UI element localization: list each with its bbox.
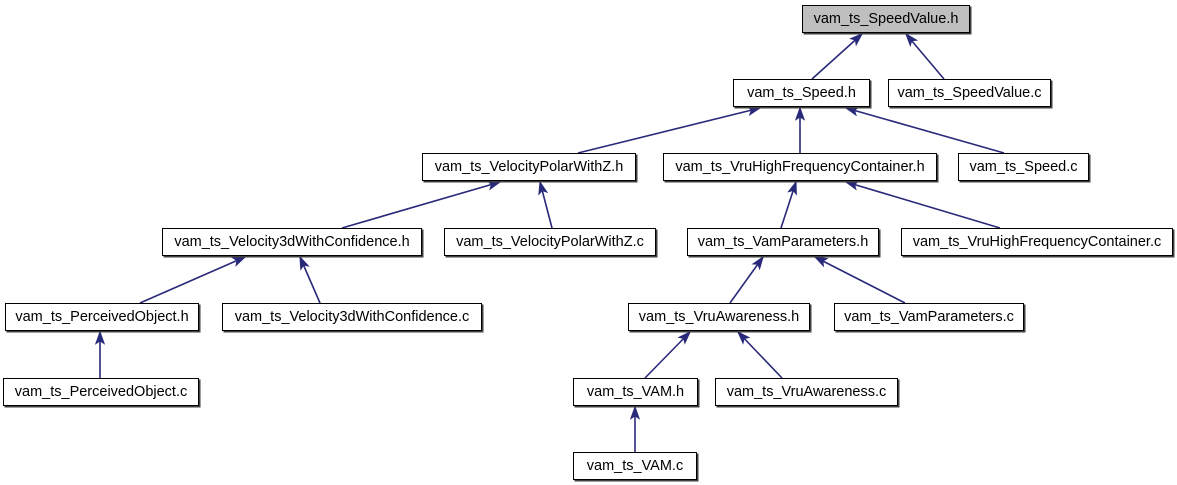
graph-edge xyxy=(729,255,764,304)
graph-edge xyxy=(813,256,906,304)
graph-node-speedvalue_c[interactable]: vam_ts_SpeedValue.c xyxy=(888,79,1051,107)
graph-node-vruhighfrequencycontainer_h[interactable]: vam_ts_VruHighFrequencyContainer.h xyxy=(663,153,937,181)
graph-node-speedvalue_h[interactable]: vam_ts_SpeedValue.h xyxy=(802,5,970,33)
graph-node-label: vam_ts_VruHighFrequencyContainer.c xyxy=(912,233,1162,250)
graph-edge xyxy=(299,255,321,304)
graph-node-label: vam_ts_Velocity3dWithConfidence.h xyxy=(174,233,410,250)
graph-node-vam_h[interactable]: vam_ts_VAM.h xyxy=(573,378,698,406)
graph-node-label: vam_ts_PerceivedObject.h xyxy=(15,308,189,325)
graph-node-label: vam_ts_VamParameters.c xyxy=(844,308,1014,325)
graph-edge xyxy=(844,106,1005,154)
graph-edge xyxy=(780,180,797,229)
graph-node-label: vam_ts_Velocity3dWithConfidence.c xyxy=(234,308,470,325)
graph-node-label: vam_ts_PerceivedObject.c xyxy=(14,383,188,400)
graph-node-label: vam_ts_Speed.c xyxy=(969,158,1078,175)
graph-node-vruawareness_c[interactable]: vam_ts_VruAwareness.c xyxy=(715,378,898,406)
graph-node-label: vam_ts_SpeedValue.c xyxy=(897,84,1042,101)
graph-node-vamparameters_c[interactable]: vam_ts_VamParameters.c xyxy=(834,303,1024,331)
graph-node-velocitypolarwithz_h[interactable]: vam_ts_VelocityPolarWithZ.h xyxy=(422,153,636,181)
graph-edge xyxy=(736,330,783,379)
graph-node-label: vam_ts_VelocityPolarWithZ.h xyxy=(434,158,624,175)
graph-edge xyxy=(139,256,247,304)
graph-node-label: vam_ts_VelocityPolarWithZ.c xyxy=(456,233,644,250)
graph-edge xyxy=(811,32,864,80)
graph-node-vam_c[interactable]: vam_ts_VAM.c xyxy=(573,452,697,480)
graph-edge xyxy=(644,330,692,379)
graph-edge xyxy=(341,180,502,229)
graph-node-label: vam_ts_VruHighFrequencyContainer.h xyxy=(675,158,925,175)
graph-edge xyxy=(904,32,945,80)
graph-node-label: vam_ts_VAM.h xyxy=(586,383,685,400)
graph-node-label: vam_ts_VamParameters.h xyxy=(697,233,869,250)
graph-node-label: vam_ts_VAM.c xyxy=(586,457,684,474)
graph-edge xyxy=(577,106,762,154)
graph-node-label: vam_ts_Speed.h xyxy=(747,84,856,101)
graph-node-velocitypolarwithz_c[interactable]: vam_ts_VelocityPolarWithZ.c xyxy=(444,228,656,256)
graph-node-label: vam_ts_VruAwareness.h xyxy=(638,308,800,325)
graph-node-perceivedobject_c[interactable]: vam_ts_PerceivedObject.c xyxy=(3,378,199,406)
graph-node-vruawareness_h[interactable]: vam_ts_VruAwareness.h xyxy=(628,303,810,331)
graph-node-label: vam_ts_SpeedValue.h xyxy=(813,10,959,27)
graph-edge xyxy=(844,180,1001,229)
graph-node-vamparameters_h[interactable]: vam_ts_VamParameters.h xyxy=(687,228,879,256)
graph-node-perceivedobject_h[interactable]: vam_ts_PerceivedObject.h xyxy=(5,303,199,331)
graph-node-speed_c[interactable]: vam_ts_Speed.c xyxy=(958,153,1089,181)
graph-edge xyxy=(538,180,553,229)
graph-node-vruhighfrequencycontainer_c[interactable]: vam_ts_VruHighFrequencyContainer.c xyxy=(901,228,1173,256)
graph-node-speed_h[interactable]: vam_ts_Speed.h xyxy=(733,79,870,107)
graph-node-velocity3dwithconfidence_h[interactable]: vam_ts_Velocity3dWithConfidence.h xyxy=(162,228,422,256)
graph-node-label: vam_ts_VruAwareness.c xyxy=(726,383,887,400)
graph-node-velocity3dwithconfidence_c[interactable]: vam_ts_Velocity3dWithConfidence.c xyxy=(222,303,482,331)
